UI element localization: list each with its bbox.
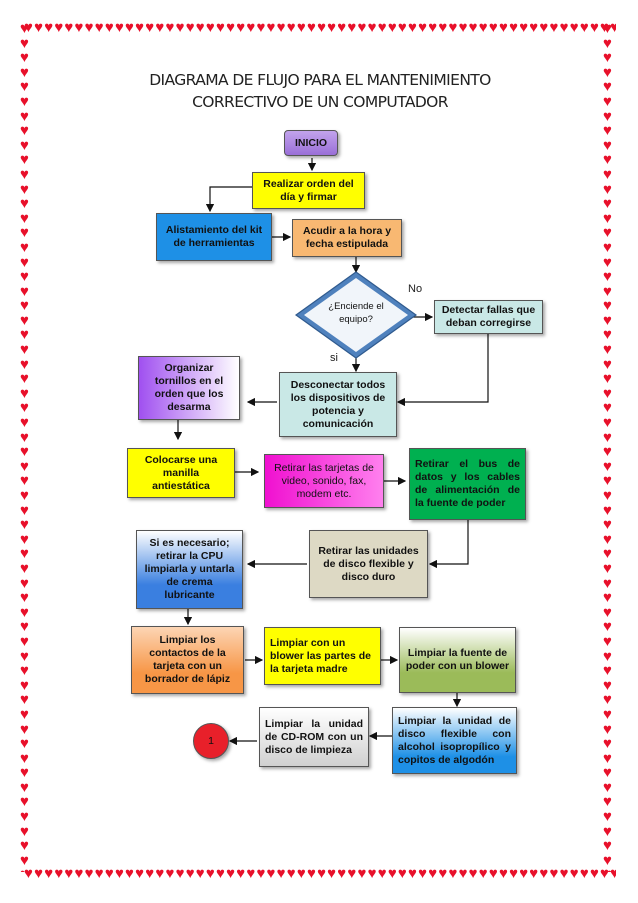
node-limpiar-blower: Limpiar con un blower las partes de la t… <box>264 627 381 685</box>
node-retirar-unidades: Retirar las unidades de disco flexible y… <box>309 530 428 598</box>
node-limpiar-cdrom: Limpiar la unidad de CD-ROM con un disco… <box>259 707 369 767</box>
node-inicio: INICIO <box>284 130 338 156</box>
diagram-title-line2: CORRECTIVO DE UN COMPUTADOR <box>192 93 448 111</box>
node-realizar-orden: Realizar orden del día y firmar <box>252 172 365 209</box>
heart-border-left: ♥♥♥♥♥♥♥♥♥♥♥♥♥♥♥♥♥♥♥♥♥♥♥♥♥♥♥♥♥♥♥♥♥♥♥♥♥♥♥♥… <box>20 22 31 872</box>
node-limpiar-contactos: Limpiar los contactos de la tarjeta con … <box>131 626 244 694</box>
node-detectar-fallas: Detectar fallas que deban corregirse <box>434 300 543 334</box>
node-colocarse-manilla: Colocarse una manilla antiestática <box>127 448 235 498</box>
node-alistamiento-kit: Alistamiento del kit de herramientas <box>156 213 272 261</box>
node-organizar-tornillos: Organizar tornillos en el orden que los … <box>138 356 240 420</box>
heart-border-bottom: ♥♥♥♥♥♥♥♥♥♥♥♥♥♥♥♥♥♥♥♥♥♥♥♥♥♥♥♥♥♥♥♥♥♥♥♥♥♥♥♥… <box>24 866 616 882</box>
connector-circle: 1 <box>193 723 229 759</box>
arrow-bus-unidades <box>428 520 469 569</box>
node-retirar-tarjetas: Retirar las tarjetas de video, sonido, f… <box>264 454 384 508</box>
node-limpiar-fuente: Limpiar la fuente de poder con un blower <box>399 627 516 693</box>
heart-border-right: ♥♥♥♥♥♥♥♥♥♥♥♥♥♥♥♥♥♥♥♥♥♥♥♥♥♥♥♥♥♥♥♥♥♥♥♥♥♥♥♥… <box>603 22 614 872</box>
label-no: No <box>408 283 423 295</box>
node-retirar-bus: Retirar el bus de datos y los cables de … <box>409 448 526 520</box>
node-acudir: Acudir a la hora y fecha estipulada <box>292 219 402 257</box>
node-decision-text: ¿Enciende el equipo? <box>328 301 384 325</box>
node-retirar-cpu: Si es necesario; retirar la CPU limpiarl… <box>136 530 243 609</box>
node-desconectar: Desconectar todos los dispositivos de po… <box>279 372 397 437</box>
label-si: si <box>330 352 338 364</box>
arrow-realizar-alistamiento <box>205 186 252 213</box>
arrow-detectar-desconectar <box>396 334 489 407</box>
heart-border-top: ♥♥♥♥♥♥♥♥♥♥♥♥♥♥♥♥♥♥♥♥♥♥♥♥♥♥♥♥♥♥♥♥♥♥♥♥♥♥♥♥… <box>24 20 616 36</box>
diagram-title-line1: DIAGRAMA DE FLUJO PARA EL MANTENIMIENTO <box>149 71 491 89</box>
node-limpiar-disco-flexible: Limpiar la unidad de disco flexible con … <box>392 707 517 774</box>
